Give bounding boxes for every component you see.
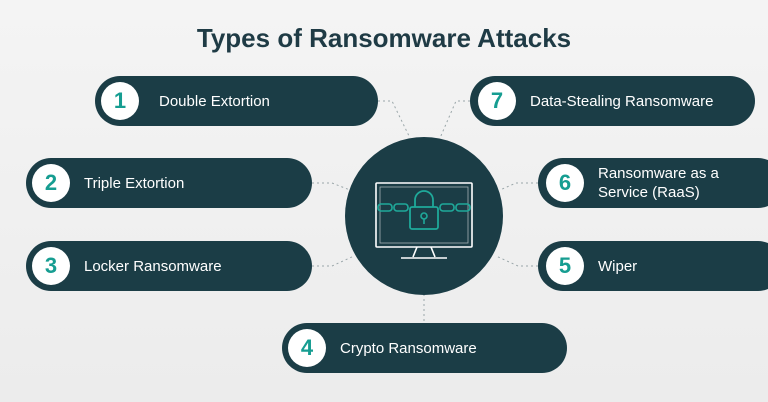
item-label: Ransomware as a Service (RaaS) [598,165,719,201]
item-triple-extortion: 2 Triple Extortion [26,158,312,208]
number-badge: 4 [288,329,326,367]
connector-6 [499,182,538,191]
hub-circle [345,137,503,295]
item-raas: 6 Ransomware as a Service (RaaS) [538,158,768,208]
connector-3 [312,255,355,267]
number-badge: 2 [32,164,70,202]
item-wiper: 5 Wiper [538,241,768,291]
number-badge: 7 [478,82,516,120]
number-badge: 3 [32,247,70,285]
item-data-stealing-ransomware: 7 Data-Stealing Ransomware [470,76,755,126]
number-badge: 5 [546,247,584,285]
computer-lock-icon [375,182,473,259]
connector-2 [312,182,351,191]
number-badge: 1 [101,82,139,120]
connector-7 [439,100,470,139]
item-label: Triple Extortion [84,174,185,192]
diagram-title: Types of Ransomware Attacks [196,23,572,53]
item-label: Wiper [598,257,638,275]
item-label: Double Extortion [159,92,270,110]
item-double-extortion: 1 Double Extortion [95,76,378,126]
item-crypto-ransomware: 4 Crypto Ransomware [282,323,567,373]
item-locker-ransomware: 3 Locker Ransomware [26,241,312,291]
item-label: Crypto Ransomware [340,339,477,357]
item-label: Data-Stealing Ransomware [530,92,714,110]
connector-5 [495,255,538,267]
connector-1 [378,100,411,139]
number-badge: 6 [546,164,584,202]
item-label: Locker Ransomware [84,257,222,275]
